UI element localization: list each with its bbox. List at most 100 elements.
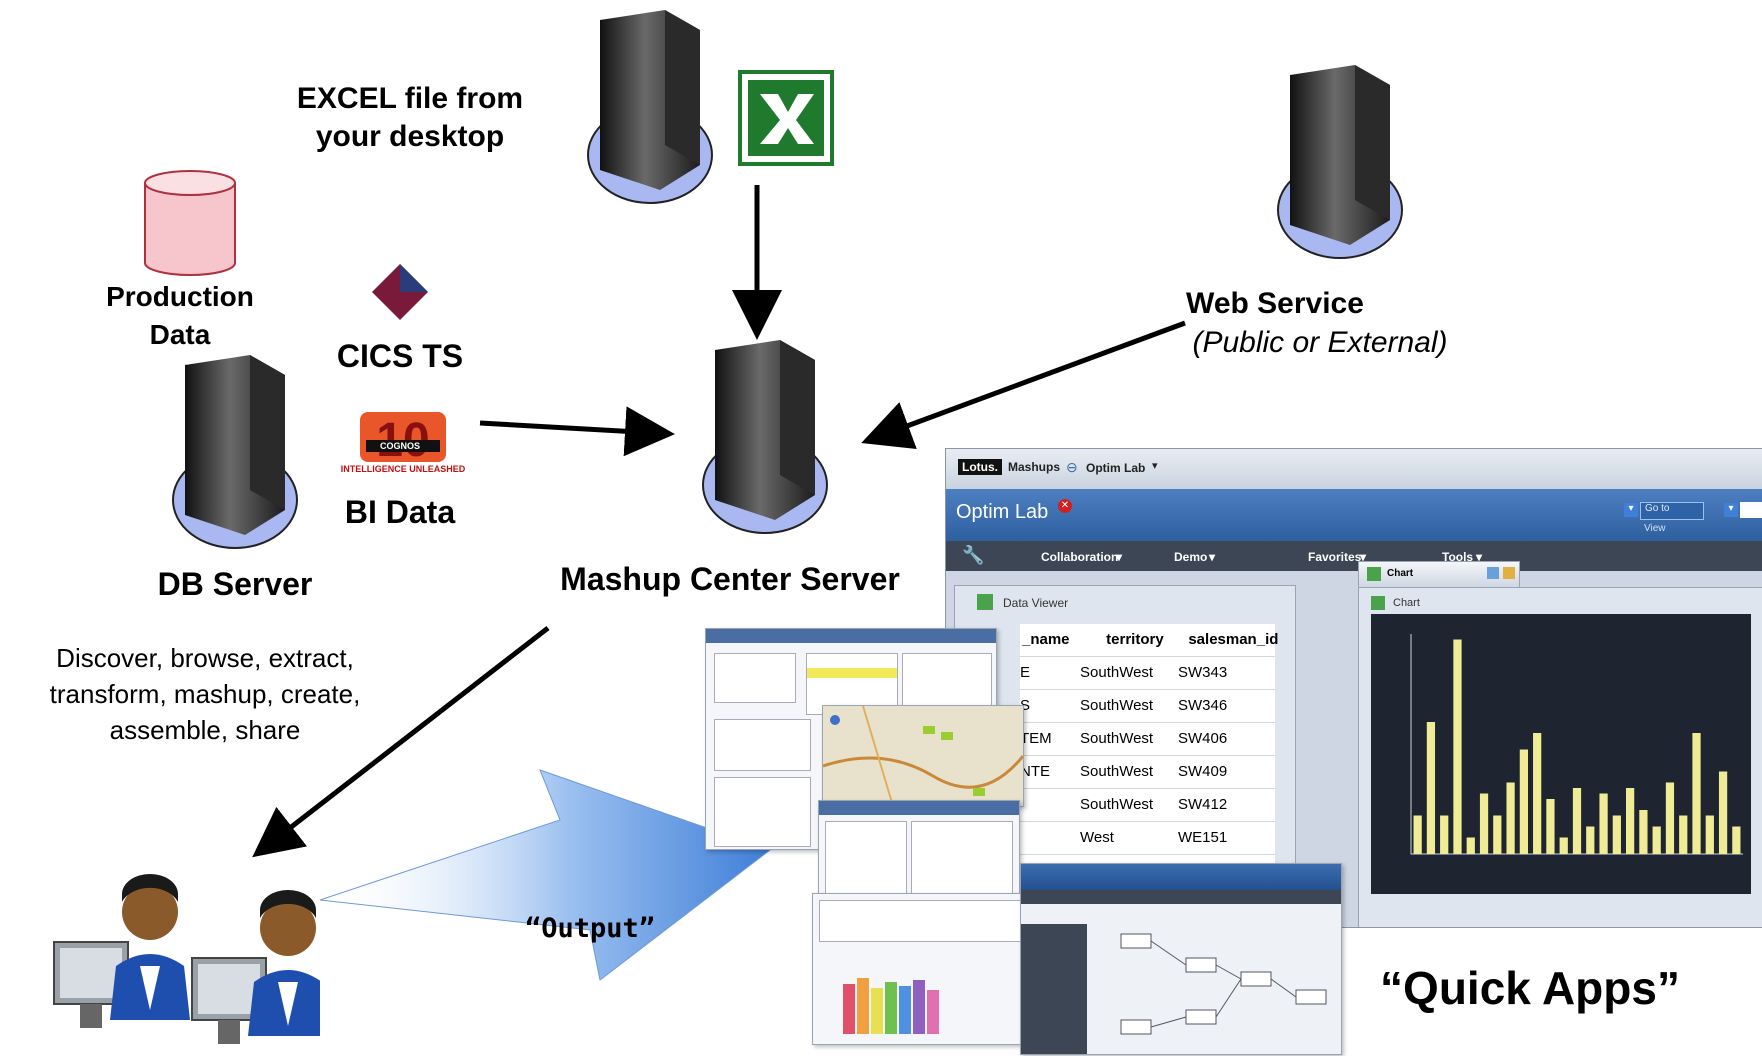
chart-bar[interactable]: [1440, 815, 1449, 855]
chart-bar[interactable]: [1692, 733, 1701, 854]
mashuphub-flow-icon: [1120, 933, 1327, 1035]
chart-widget-icon: [1371, 596, 1385, 610]
chart-bar[interactable]: [1652, 826, 1661, 855]
cics-logo-icon: [372, 264, 428, 320]
table-cell: SW406: [1178, 730, 1228, 747]
chart-bar[interactable]: [1732, 826, 1741, 855]
wrench-icon[interactable]: 🔧: [962, 545, 985, 565]
chart-bar[interactable]: [1533, 733, 1542, 854]
cognos-10-icon: 10: [360, 412, 446, 467]
db-server-icon: [172, 355, 298, 549]
chart-bar[interactable]: [1679, 815, 1688, 855]
menu-collaboration[interactable]: Collaboration: [1041, 550, 1119, 564]
refresh-icon[interactable]: [1487, 567, 1499, 579]
product-name: Mashups: [1008, 460, 1061, 474]
space-selector[interactable]: Optim Lab: [1086, 461, 1146, 475]
production-data-label: Production Data: [106, 281, 254, 350]
thumbnail-header: [706, 629, 996, 643]
view-label: View: [1644, 523, 1666, 534]
chart-bar[interactable]: [1586, 826, 1595, 855]
chart-bar[interactable]: [1413, 815, 1422, 855]
chart-bar[interactable]: [1479, 793, 1489, 855]
search-input[interactable]: [1740, 502, 1762, 518]
quick-app-thumbnail-map: [822, 705, 1024, 807]
chart-bar[interactable]: [1705, 815, 1714, 855]
chart-bar[interactable]: [1612, 815, 1621, 855]
cognos-tagline-text: INTELLIGENCE UNLEASHED: [340, 464, 466, 474]
chart-tab-label: Chart: [1387, 568, 1414, 579]
excel-label: EXCEL file from your desktop: [296, 82, 524, 153]
chart-bar[interactable]: [1546, 799, 1555, 854]
chart-bar[interactable]: [1572, 788, 1582, 854]
menu-favorites[interactable]: Favorites: [1308, 550, 1362, 564]
menu-collaboration-caret-icon: ▾: [1116, 550, 1123, 564]
mashup-server-icon: [702, 340, 828, 534]
data-viewer-icon: [977, 594, 993, 610]
table-cell: WE151: [1178, 829, 1228, 846]
table-cell: SouthWest: [1080, 697, 1154, 714]
chart-tab-icon: [1367, 567, 1381, 581]
table-cell: SouthWest: [1080, 763, 1154, 780]
chart-bar[interactable]: [1506, 782, 1515, 855]
mashuphub-toolbar: [1021, 890, 1341, 904]
chart-bar[interactable]: [1519, 749, 1528, 855]
chart-bar[interactable]: [1639, 810, 1648, 854]
cics-label: CICS TS: [336, 338, 464, 374]
thumbnail-header: [819, 801, 1019, 815]
arrow-webservice-to-server: [861, 320, 1186, 450]
space-icon: ⊖: [1066, 459, 1078, 475]
bi-data-label: BI Data: [344, 494, 456, 530]
quick-app-thumbnail-mashuphub: [1020, 863, 1342, 1055]
goto-input[interactable]: Go to: [1640, 502, 1704, 520]
mashuphub-header: [1021, 864, 1341, 890]
chart-bar[interactable]: [1559, 837, 1568, 855]
settings-icon[interactable]: [1503, 567, 1515, 579]
quick-app-thumbnail-history: [812, 893, 1026, 1045]
chart-bar[interactable]: [1493, 815, 1502, 855]
table-cell: E: [1020, 664, 1031, 681]
history-bars-icon: [843, 978, 939, 1034]
workflow-text: Discover, browse, extract, transform, ma…: [49, 643, 361, 745]
search-dropdown-icon[interactable]: ▾: [1724, 503, 1738, 517]
chart-bar[interactable]: [1665, 782, 1675, 855]
chart-bar[interactable]: [1626, 788, 1635, 854]
goto-dropdown-icon[interactable]: ▾: [1624, 503, 1638, 517]
chart-tab[interactable]: Chart: [1358, 561, 1520, 588]
lotus-mashups-window: Lotus. Mashups ⊖ Optim Lab ▾ Optim Lab ✕…: [945, 448, 1762, 928]
thumbnail-panel: [714, 719, 811, 771]
users-icon: [53, 874, 320, 1044]
table-row[interactable]: West WE151: [1020, 822, 1275, 855]
map-icon: [823, 706, 1023, 806]
menu-tools[interactable]: Tools: [1442, 550, 1474, 564]
mashuphub-operator-list: [1021, 924, 1087, 1054]
table-cell: SW409: [1178, 763, 1228, 780]
close-page-icon[interactable]: ✕: [1058, 499, 1072, 513]
menu-demo[interactable]: Demo: [1174, 550, 1208, 564]
menu-demo-caret-icon: ▾: [1209, 550, 1216, 564]
chart-bar[interactable]: [1426, 722, 1436, 854]
table-cell: West: [1080, 829, 1114, 846]
excel-server-icon: [587, 10, 713, 204]
chart-bar[interactable]: [1466, 837, 1475, 855]
space-dropdown-icon[interactable]: ▾: [1152, 460, 1158, 472]
chart-bar[interactable]: [1718, 771, 1728, 855]
page-title: Optim Lab: [956, 501, 1049, 523]
table-header[interactable]: salesman_id: [1188, 631, 1279, 648]
table-header[interactable]: _name: [1022, 631, 1070, 648]
table-header-row: _name territory salesman_id: [1020, 624, 1279, 657]
chart-widget: Chart: [1358, 587, 1762, 927]
page-title-bar: Optim Lab ✕ ▾ Go to View ▾: [946, 489, 1762, 541]
table-header[interactable]: territory: [1106, 631, 1164, 648]
thumbnail-panel: [714, 653, 796, 703]
chart-widget-title: Chart: [1393, 597, 1420, 609]
table-cell: S: [1020, 697, 1031, 714]
chart-bar[interactable]: [1453, 639, 1462, 855]
chart-bar[interactable]: [1599, 793, 1608, 855]
cognos-logo: 10 COGNOS INTELLIGENCE UNLEASHED: [338, 410, 468, 480]
